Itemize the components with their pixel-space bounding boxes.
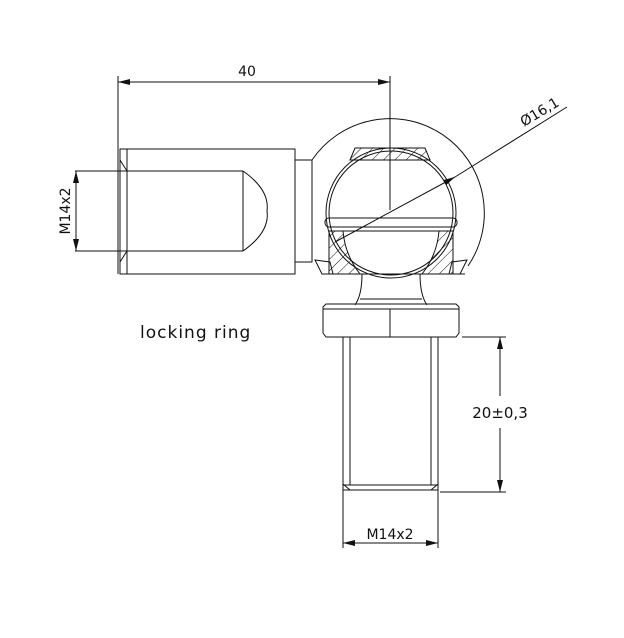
dimension-socket-thread: M14x2 (58, 171, 79, 251)
threaded-stud (342, 336, 439, 491)
ball-housing (311, 118, 485, 279)
dimension-stud-thread-label: M14x2 (366, 527, 413, 543)
dimension-ball-diameter-label: Ø16,1 (518, 95, 562, 130)
dimension-ball-diameter: Ø16,1 (334, 95, 568, 243)
stud-neck-and-nut (322, 273, 460, 338)
dimension-length: 40 (117, 64, 391, 274)
dimension-stud-thread: M14x2 (342, 490, 439, 548)
socket-body (75, 148, 313, 275)
locking-ring-label: locking ring (140, 323, 251, 343)
dimension-length-label: 40 (238, 64, 256, 80)
dimension-socket-thread-label: M14x2 (58, 187, 74, 234)
dimension-stud-length-label: 20±0,3 (472, 404, 528, 422)
dimension-stud-length: 20±0,3 (440, 336, 528, 493)
